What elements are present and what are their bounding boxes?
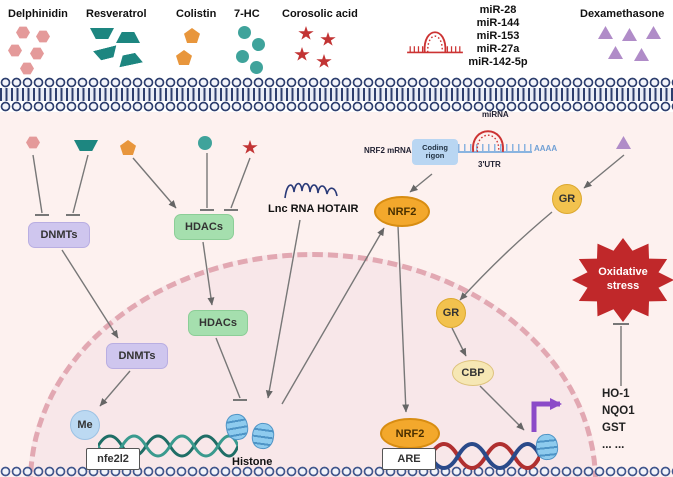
circle-icon (252, 38, 265, 51)
resveratrol-label: Resveratrol (86, 8, 147, 20)
poly-a-tail: AAAA (534, 144, 558, 153)
nrf2-mrna-label: NRF2 mRNA (364, 146, 412, 155)
star-icon (316, 54, 332, 68)
hdacs-nucleus-node: HDACs (188, 310, 248, 336)
target-gene: GST (602, 422, 626, 434)
dexamethasone-label: Dexamethasone (580, 8, 665, 20)
triangle-icon (622, 28, 637, 41)
oxidative-stress-label: Oxidative stress (598, 266, 648, 292)
circle-icon (238, 26, 251, 39)
dnmts-cytoplasm-node: DNMTs (28, 222, 90, 248)
utr-label: 3'UTR (478, 160, 501, 169)
hexagon-icon (16, 26, 30, 39)
7hc-label: 7-HC (234, 8, 260, 20)
cell-membrane-bottom (0, 466, 673, 477)
mirna-item: miR-142-5p (468, 56, 528, 68)
membrane-tails (0, 88, 673, 101)
nfe2l2-gene-box: nfe2l2 (86, 448, 140, 470)
hdacs-cytoplasm-node: HDACs (174, 214, 234, 240)
trapezoid-icon (90, 28, 114, 39)
hexagon-icon (30, 47, 44, 60)
trapezoid-icon (74, 140, 98, 151)
pentagon-icon (176, 50, 192, 65)
lnc-rna-hotair-label: Lnc RNA HOTAIR (268, 203, 359, 215)
hexagon-icon (26, 136, 40, 149)
circle-icon (250, 61, 263, 74)
triangle-icon (634, 48, 649, 61)
nrf2-nucleus-node: NRF2 (380, 418, 440, 449)
mirna-item: miR-28 (479, 4, 517, 16)
gr-nucleus-node: GR (436, 298, 466, 328)
corosolic-acid-label: Corosolic acid (282, 8, 358, 20)
membrane-heads-top (0, 77, 673, 88)
colistin-label: Colistin (176, 8, 217, 20)
trapezoid-icon (117, 52, 143, 68)
circle-icon (236, 50, 249, 63)
pentagon-icon (120, 140, 136, 155)
cell-membrane (0, 77, 673, 112)
histone-label: Histone (232, 456, 273, 468)
mirna-item: miR-144 (476, 17, 520, 29)
mirna-list: miR-28 miR-144 miR-153 miR-27a miR-142-5… (452, 4, 544, 69)
target-genes-list: HO-1 NQO1 GST ... ... (602, 386, 635, 454)
star-icon (294, 47, 310, 61)
methyl-mark-node: Me (70, 410, 100, 440)
target-gene: ... ... (602, 439, 625, 451)
gr-cytoplasm-node: GR (552, 184, 582, 214)
dnmts-nucleus-node: DNMTs (106, 343, 168, 369)
are-box: ARE (382, 448, 436, 470)
mirna-item: miR-153 (476, 30, 520, 42)
target-gene: NQO1 (602, 405, 635, 417)
star-icon (298, 26, 314, 40)
lnc-rna-squiggle-icon (284, 182, 338, 199)
dna-helix-right (430, 442, 540, 470)
utr-line (458, 151, 532, 153)
star-icon (320, 32, 336, 46)
trapezoid-icon (93, 45, 119, 61)
membrane-heads-bottom (0, 101, 673, 112)
mirna-item: miR-27a (476, 43, 520, 55)
triangle-icon (646, 26, 661, 39)
trapezoid-icon (116, 32, 140, 43)
dna-helix-left (98, 434, 238, 458)
mirna-label: miRNA (482, 110, 509, 119)
triangle-icon (598, 26, 613, 39)
hexagon-icon (36, 30, 50, 43)
mirna-hairpin-icon (407, 31, 463, 54)
triangle-icon (608, 46, 623, 59)
mirna-hairpin-icon (472, 130, 504, 152)
circle-icon (198, 136, 212, 150)
cbp-node: CBP (452, 360, 494, 386)
pentagon-icon (184, 28, 200, 43)
hexagon-icon (8, 44, 22, 57)
nrf2-cytoplasm-node: NRF2 (374, 196, 430, 227)
hexagon-icon (20, 62, 34, 75)
delphinidin-label: Delphinidin (8, 8, 68, 20)
utr-ticks (458, 144, 532, 151)
target-gene: HO-1 (602, 388, 630, 400)
coding-region-box: Coding rigon (412, 139, 458, 165)
